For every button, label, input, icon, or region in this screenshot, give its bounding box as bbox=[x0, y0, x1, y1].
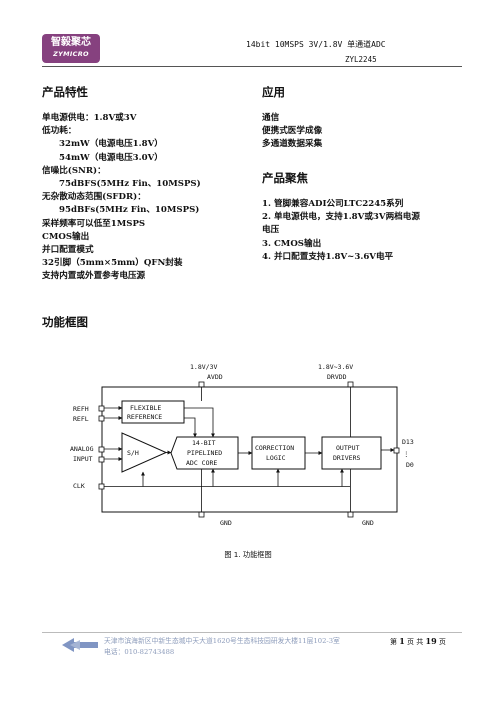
avdd-label: AVDD bbox=[207, 373, 223, 381]
list-item: 32引脚（5mm×5mm）QFN封装 bbox=[42, 258, 183, 269]
signal-wires bbox=[104, 387, 395, 512]
d0-label: D0 bbox=[406, 461, 414, 469]
list-item: 采样频率可以低至1MSPS bbox=[42, 218, 146, 229]
model-number: ZYL2245 bbox=[345, 55, 377, 64]
highlights-section: 产品聚焦 1. 管脚兼容ADI公司LTC2245系列 2. 单电源供电，支持1.8… bbox=[262, 170, 420, 264]
output-ellipsis: ⋮ bbox=[403, 450, 410, 458]
refl-label: REFL bbox=[73, 415, 89, 423]
header-divider bbox=[42, 66, 462, 67]
adc-label-2: PIPELINED bbox=[187, 449, 222, 457]
flexible-label: FLEXIBLE bbox=[130, 404, 161, 412]
list-item: 多通道数据采集 bbox=[262, 139, 323, 150]
list-item: CMOS输出 bbox=[42, 231, 90, 242]
features-list: 单电源供电：1.8V或3V 低功耗： 32mW（电源电压1.8V） 54mW（电源电压… bbox=[42, 112, 201, 284]
footer-phone: 电话：010-82743488 bbox=[104, 648, 175, 656]
adc-core-block bbox=[170, 436, 239, 470]
sh-label: S/H bbox=[127, 449, 139, 457]
footer-arrow-logo-icon bbox=[62, 638, 98, 652]
logic-label: LOGIC bbox=[266, 454, 286, 462]
company-logo: 智毅聚芯 ZYMICRO bbox=[42, 34, 100, 63]
drvdd-label: DRVDD bbox=[327, 373, 347, 381]
sample-hold-block bbox=[121, 432, 168, 473]
highlights-title: 产品聚焦 bbox=[262, 171, 308, 185]
list-item: 1. 管脚兼容ADI公司LTC2245系列 bbox=[262, 199, 404, 209]
list-item: 32mW（电源电压1.8V） bbox=[59, 139, 163, 150]
page-current: 1 bbox=[399, 636, 405, 646]
list-item: 无杂散动态范围(SFDR)： bbox=[42, 192, 146, 203]
features-section: 产品特性 单电源供电：1.8V或3V 低功耗： 32mW（电源电压1.8V） 54mW… bbox=[42, 84, 201, 284]
list-item: 单电源供电：1.8V或3V bbox=[42, 113, 137, 123]
avdd-voltage-label: 1.8V/3V bbox=[190, 363, 217, 371]
list-item: 95dBFs(5MHz Fin、10MSPS) bbox=[59, 205, 200, 216]
list-item: 便携式医学成像 bbox=[262, 126, 323, 137]
logo-english-text: ZYMICRO bbox=[53, 50, 89, 58]
reference-label: REFERENCE bbox=[127, 413, 162, 421]
footer-address: 天津市滨海新区中新生态城中天大道1620号生态科技园研发大楼11层102-3室 … bbox=[104, 636, 340, 658]
list-item: 54mW（电源电压3.0V） bbox=[59, 152, 163, 163]
d13-label: D13 bbox=[402, 438, 414, 446]
drvdd-voltage-label: 1.8V~3.6V bbox=[318, 363, 353, 371]
page-prefix: 第 bbox=[390, 638, 397, 646]
applications-title: 应用 bbox=[262, 85, 285, 99]
block-diagram-title: 功能框图 bbox=[42, 315, 88, 329]
list-item: 2. 单电源供电，支持1.8V或3V两档电源 bbox=[262, 212, 420, 223]
analog-label: ANALOG bbox=[70, 445, 94, 453]
applications-section: 应用 通信便携式医学成像多通道数据采集 bbox=[262, 84, 322, 152]
clk-label: CLK bbox=[73, 482, 85, 490]
features-title: 产品特性 bbox=[42, 85, 88, 99]
gnd-right-label: GND bbox=[362, 519, 374, 527]
page-number: 第 1 页 共 19 页 bbox=[390, 636, 446, 647]
document-title: 14bit 10MSPS 3V/1.8V 单通道ADC bbox=[246, 40, 386, 49]
gnd-left-label: GND bbox=[220, 519, 232, 527]
adc-label-3: ADC CORE bbox=[186, 459, 217, 467]
list-item: 4. 并口配置支持1.8V~3.6V电平 bbox=[262, 251, 394, 262]
correction-logic-block bbox=[251, 436, 306, 470]
input-pins bbox=[98, 405, 400, 490]
adc-label-1: 14-BIT bbox=[192, 439, 216, 447]
logo-chinese-text: 智毅聚芯 bbox=[51, 37, 91, 48]
page-total: 19 bbox=[425, 636, 437, 646]
figure-caption: 图 1. 功能框图 bbox=[224, 550, 272, 559]
highlights-list: 1. 管脚兼容ADI公司LTC2245系列 2. 单电源供电，支持1.8V或3V两… bbox=[262, 198, 420, 264]
output-label: OUTPUT bbox=[336, 444, 360, 452]
list-item: 通信 bbox=[262, 113, 280, 123]
applications-list: 通信便携式医学成像多通道数据采集 bbox=[262, 112, 322, 152]
output-drivers-block bbox=[321, 436, 382, 470]
list-item: 并口配置模式 bbox=[42, 245, 94, 256]
page-middle: 页 共 bbox=[407, 638, 424, 646]
page-suffix: 页 bbox=[438, 638, 446, 646]
footer-address-line1: 天津市滨海新区中新生态城中天大道1620号生态科技园研发大楼11层102-3室 bbox=[104, 637, 340, 645]
functional-block-diagram: 1.8V/3V AVDD 1.8V~3.6V DRVDD REFH REFL A… bbox=[70, 363, 414, 527]
drivers-label: DRIVERS bbox=[333, 454, 360, 462]
list-item: 3. CMOS输出 bbox=[262, 238, 322, 249]
list-item: 低功耗： bbox=[42, 126, 77, 137]
refh-label: REFH bbox=[73, 405, 89, 413]
list-item: 支持内置或外置参考电压源 bbox=[42, 271, 146, 282]
input-label: INPUT bbox=[73, 455, 93, 463]
list-item: 电压 bbox=[262, 225, 280, 236]
list-item: 信噪比(SNR)： bbox=[42, 165, 106, 176]
flexible-reference-block bbox=[121, 400, 185, 424]
footer-divider bbox=[42, 632, 462, 633]
list-item: 75dBFS(5MHz Fin、10MSPS) bbox=[59, 179, 201, 190]
correction-label: CORRECTION bbox=[255, 444, 294, 452]
